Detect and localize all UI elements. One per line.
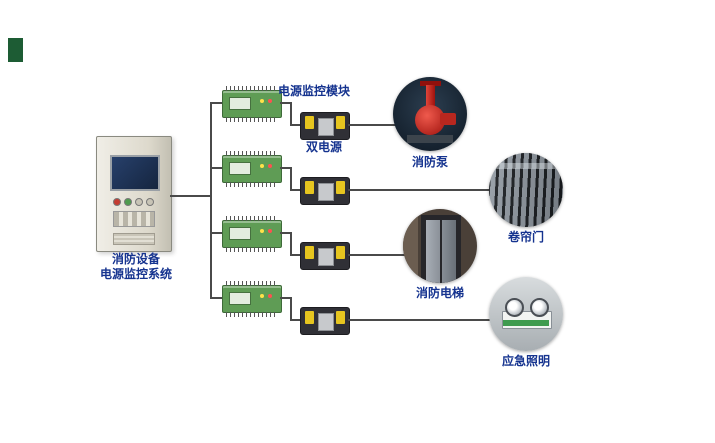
wire-bus-to-module-4 — [210, 297, 222, 299]
dual-power-switch-2 — [300, 177, 350, 205]
brand-logo — [8, 38, 23, 62]
wire-module-out-4 — [280, 297, 292, 299]
equipment-photo-fire-elevator — [403, 209, 477, 283]
dual-power-switch-3 — [300, 242, 350, 270]
ats-handle-right — [336, 181, 345, 194]
equipment-label-fire-elevator: 消防电梯 — [415, 286, 464, 300]
wire-to-ats-2 — [290, 189, 300, 191]
cabinet-button-gray2 — [146, 198, 154, 206]
wire-drop-3 — [290, 232, 292, 256]
module-led-red — [268, 294, 272, 298]
module-label: 电源监控模块 — [278, 84, 351, 98]
system-title-line2: 电源监控系统 — [99, 267, 172, 281]
equipment-label-roll-door: 卷帘门 — [507, 230, 544, 244]
equipment-label-emergency-lighting: 应急照明 — [501, 354, 550, 368]
monitoring-cabinet — [96, 136, 172, 252]
module-display — [229, 227, 251, 240]
ats-handle-right — [336, 246, 345, 259]
lighting-green-stripe — [503, 320, 549, 326]
ats-handle-right — [336, 116, 345, 129]
equipment-photo-roll-door — [489, 153, 563, 227]
pump-motor — [440, 113, 456, 125]
ats-face — [318, 183, 334, 201]
lighting-lamp-right — [530, 298, 549, 317]
wire-module-out-1 — [280, 102, 292, 104]
wire-ats-to-rolldoor — [348, 189, 492, 191]
cabinet-button-red — [113, 198, 121, 206]
cabinet-button-gray — [135, 198, 143, 206]
equipment-label-fire-pump: 消防泵 — [411, 155, 448, 169]
ats-handle-left — [305, 116, 314, 129]
module-led-red — [268, 229, 272, 233]
power-monitor-module-1 — [222, 86, 282, 122]
bus-line — [210, 102, 212, 299]
system-title: 消防设备 电源监控系统 — [83, 252, 189, 282]
wire-cabinet-to-bus — [170, 195, 212, 197]
equipment-photo-fire-pump — [393, 77, 467, 151]
wire-module-out-2 — [280, 167, 292, 169]
pump-flange — [420, 81, 441, 86]
module-led-red — [268, 99, 272, 103]
ats-face — [318, 248, 334, 266]
power-monitor-module-4 — [222, 281, 282, 317]
ats-handle-right — [336, 311, 345, 324]
wire-module-out-3 — [280, 232, 292, 234]
module-led-yellow — [260, 99, 264, 103]
wire-bus-to-module-1 — [210, 102, 222, 104]
module-led-red — [268, 164, 272, 168]
ats-face — [318, 313, 334, 331]
dual-power-label: 双电源 — [306, 140, 343, 154]
wire-to-ats-4 — [290, 319, 300, 321]
wire-bus-to-module-3 — [210, 232, 222, 234]
door-slats — [489, 153, 563, 227]
cabinet-keypad — [113, 211, 155, 227]
wire-drop-2 — [290, 167, 292, 191]
ats-handle-left — [305, 246, 314, 259]
module-display — [229, 97, 251, 110]
module-led-yellow — [260, 164, 264, 168]
lighting-lamp-left — [505, 298, 524, 317]
wire-ats-to-lighting — [348, 319, 492, 321]
wire-bus-to-module-2 — [210, 167, 222, 169]
module-led-yellow — [260, 294, 264, 298]
power-monitor-module-3 — [222, 216, 282, 252]
cabinet-button-green — [124, 198, 132, 206]
cabinet-screen — [110, 155, 160, 191]
door-header — [489, 163, 563, 169]
elevator-wall — [403, 209, 418, 283]
cabinet-buttons — [111, 197, 157, 206]
dual-power-switch-1 — [300, 112, 350, 140]
pump-base — [407, 135, 453, 143]
dual-power-switch-4 — [300, 307, 350, 335]
ats-handle-left — [305, 311, 314, 324]
wire-drop-1 — [290, 102, 292, 126]
ats-handle-left — [305, 181, 314, 194]
ats-face — [318, 118, 334, 136]
module-display — [229, 292, 251, 305]
power-monitor-module-2 — [222, 151, 282, 187]
wire-ats-to-elevator — [348, 254, 406, 256]
wire-ats-to-pump — [348, 124, 396, 126]
module-led-yellow — [260, 229, 264, 233]
wire-to-ats-3 — [290, 254, 300, 256]
pump-pipe — [426, 85, 435, 109]
module-display — [229, 162, 251, 175]
wire-drop-4 — [290, 297, 292, 321]
wire-to-ats-1 — [290, 124, 300, 126]
elevator-door-split — [440, 220, 442, 283]
equipment-photo-emergency-lighting — [489, 277, 563, 351]
system-title-line1: 消防设备 — [111, 252, 160, 266]
cabinet-vent — [113, 233, 155, 245]
